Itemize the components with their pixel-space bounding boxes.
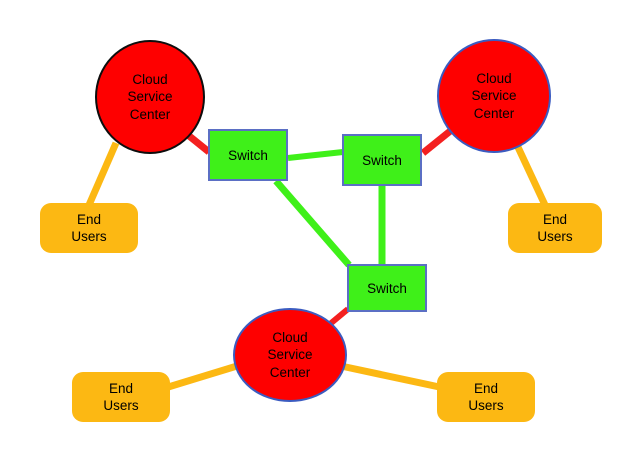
link-switch-left-bottom xyxy=(273,178,352,268)
endusers-right-label-line: Users xyxy=(537,229,573,244)
switch-bottom[interactable]: Switch xyxy=(347,264,427,312)
switch-right[interactable]: Switch xyxy=(342,134,422,186)
endusers-left-label-line: Users xyxy=(71,229,107,244)
switch-right-label: Switch xyxy=(362,153,402,168)
link-cloud-tr-switch-right xyxy=(420,125,457,156)
cloud-top-left-label-line: Center xyxy=(129,106,171,122)
cloud-top-left-label-line: Service xyxy=(127,89,173,105)
cloud-bottom-label-line: Center xyxy=(269,364,311,380)
link-cloud-tl-endusers-left xyxy=(85,141,120,207)
switch-left-label-line: Switch xyxy=(228,147,268,163)
switch-left-label: Switch xyxy=(228,148,268,163)
cloud-top-right-label-line: Center xyxy=(473,105,515,121)
switch-bottom-label: Switch xyxy=(367,281,407,296)
endusers-right-label-line: End xyxy=(542,211,567,227)
endusers-bottom-left-label-line: End xyxy=(108,380,133,396)
link-cloud-b-endusers-bl xyxy=(163,362,239,392)
endusers-bottom-right-label-line: Users xyxy=(468,398,504,413)
endusers-bottom-right-label-line: End xyxy=(473,380,498,396)
cloud-top-right-label-line: Service xyxy=(471,88,517,104)
switch-bottom-label-line: Switch xyxy=(367,280,407,296)
cloud-bottom-label-line: Cloud xyxy=(272,330,308,346)
link-switch-left-right xyxy=(287,149,344,161)
link-cloud-tr-endusers-right xyxy=(513,143,549,207)
cloud-top-left-label-line: Cloud xyxy=(132,72,168,88)
switch-right-label-line: Switch xyxy=(362,152,402,168)
link-cloud-b-endusers-br xyxy=(340,362,445,392)
cloud-bottom-label-line: Service xyxy=(267,347,313,363)
cloud-top-right-label-line: Cloud xyxy=(476,71,512,87)
endusers-bottom-left-label-line: Users xyxy=(103,398,139,413)
endusers-left-label-line: End xyxy=(76,211,101,227)
switch-left[interactable]: Switch xyxy=(208,129,288,181)
